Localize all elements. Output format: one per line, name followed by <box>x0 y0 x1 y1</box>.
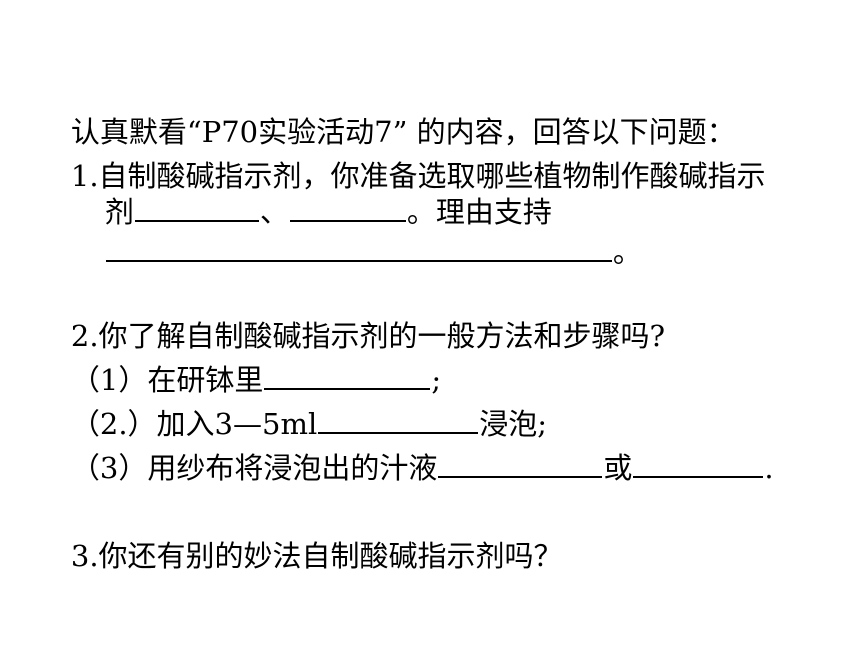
question-1-line-2: 剂 、 。理由支持 <box>68 158 552 266</box>
question-2-text: 2.你了解自制酸碱指示剂的一般方法和步骤吗? <box>70 319 666 353</box>
question-2-step-1: （1）在研钵里; <box>34 326 441 434</box>
answer-blank-step-3b[interactable] <box>633 452 764 478</box>
step-2-label: （2.）加入3—5ml <box>70 407 318 441</box>
question-2-step-2: （2.）加入3—5ml 浸泡; <box>34 370 547 478</box>
step-2-suffix: 浸泡; <box>479 407 548 441</box>
answer-blank-step-3a[interactable] <box>438 452 603 478</box>
answer-blank-plant-1[interactable] <box>134 196 259 222</box>
answer-blank-plant-2[interactable] <box>289 196 406 222</box>
intro-text: 认真默看“P70实验活动7” 的内容，回答以下问题： <box>34 78 736 186</box>
question-3-title: 3.你还有别的妙法自制酸碱指示剂吗？ <box>34 502 563 610</box>
question-1-separator: 、 <box>259 195 289 229</box>
answer-blank-step-1[interactable] <box>264 364 431 390</box>
answer-blank-step-2[interactable] <box>318 408 479 434</box>
question-1-line-3: 。 <box>68 198 642 306</box>
question-1-reason-label: 。理由支持 <box>406 195 552 229</box>
step-1-label: （1）在研钵里 <box>70 363 264 397</box>
question-1-prefix: 剂 <box>104 195 134 229</box>
question-2-step-3: （3）用纱布将浸泡出的汁液 或. <box>34 414 774 522</box>
question-1-line-1: 1.自制酸碱指示剂，你准备选取哪些植物制作酸碱指示 <box>34 122 766 230</box>
answer-blank-reason[interactable] <box>105 236 612 262</box>
step-3-end-mark: . <box>764 451 774 485</box>
step-3-or: 或 <box>603 451 633 485</box>
question-1-end-mark: 。 <box>612 235 642 269</box>
step-1-end-mark: ; <box>431 363 442 397</box>
intro-label: 认真默看“P70实验活动7” 的内容，回答以下问题： <box>70 115 736 149</box>
step-3-label: （3）用纱布将浸泡出的汁液 <box>70 451 438 485</box>
question-2-title: 2.你了解自制酸碱指示剂的一般方法和步骤吗? <box>34 282 665 390</box>
question-1-text: 1.自制酸碱指示剂，你准备选取哪些植物制作酸碱指示 <box>70 159 766 193</box>
question-3-text: 3.你还有别的妙法自制酸碱指示剂吗？ <box>70 539 563 573</box>
